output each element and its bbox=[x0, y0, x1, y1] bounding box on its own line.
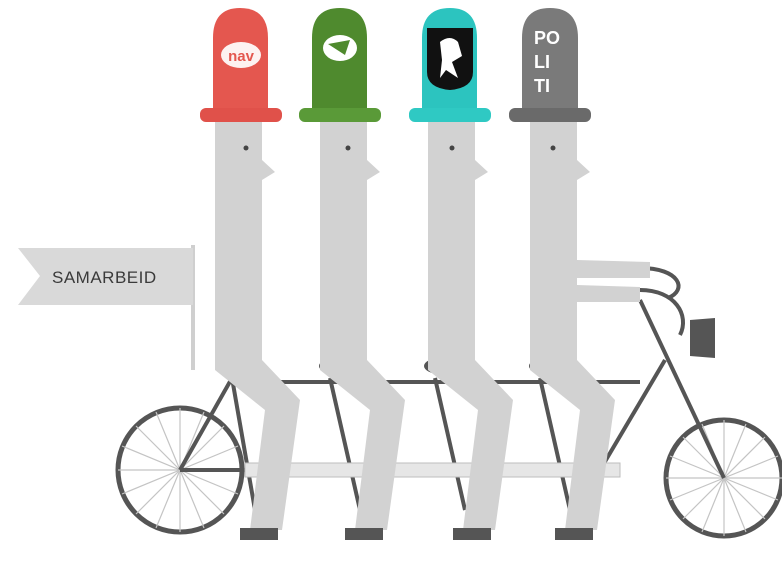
handlebars bbox=[640, 268, 683, 335]
samarbeid-flag: SAMARBEID bbox=[18, 245, 193, 370]
chain-guard bbox=[245, 463, 620, 477]
hat-nav: nav bbox=[200, 8, 282, 122]
flag-label: SAMARBEID bbox=[52, 268, 157, 287]
politi-line-1: PO bbox=[534, 28, 560, 48]
politi-line-2: LI bbox=[534, 52, 550, 72]
hat-teal bbox=[409, 8, 491, 122]
headlight bbox=[690, 318, 715, 358]
hat-politi: PO LI TI bbox=[509, 8, 591, 122]
politi-line-3: TI bbox=[534, 76, 550, 96]
hat-green bbox=[299, 8, 381, 122]
rider-1 bbox=[215, 120, 300, 540]
nav-logo-text: nav bbox=[228, 48, 255, 65]
